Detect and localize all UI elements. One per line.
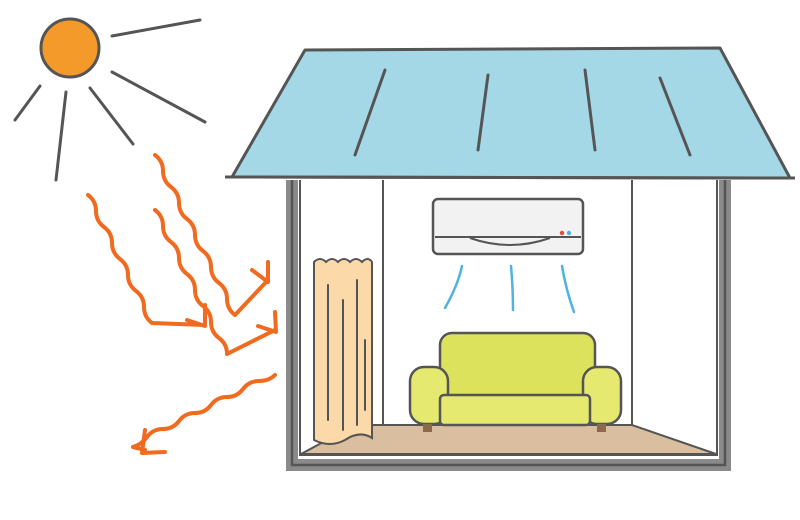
heat-wave-arrow-head <box>250 260 270 284</box>
cool-air-flow-icon <box>443 264 576 314</box>
sun-rays-icon <box>13 18 207 182</box>
heat-wave-arrows-icon <box>86 153 278 455</box>
house-icon <box>224 46 796 471</box>
sofa-icon <box>408 331 623 432</box>
sun-icon <box>39 17 101 79</box>
heat-wave-arrow <box>153 153 270 317</box>
heat-wave-arrow-head <box>140 428 167 455</box>
air-conditioner-icon <box>431 197 585 256</box>
curtain-icon <box>313 258 373 445</box>
heat-wave-arrow <box>153 208 277 356</box>
heat-wave-arrow <box>131 373 277 452</box>
roof-icon <box>224 46 796 180</box>
heat-wave-arrow-head <box>185 303 207 328</box>
heat-wave-arrow <box>86 193 207 327</box>
heat-wave-arrow-head <box>256 310 278 334</box>
